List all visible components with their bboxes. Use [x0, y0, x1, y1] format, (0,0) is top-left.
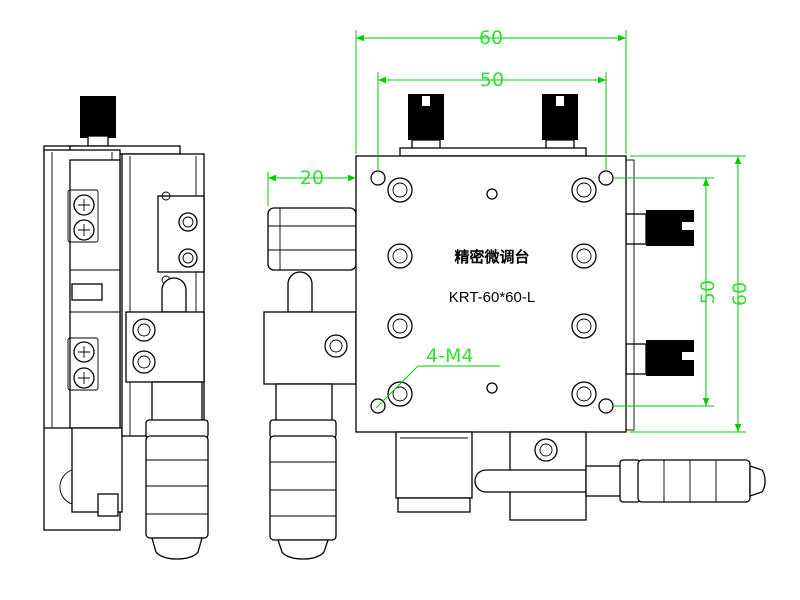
hex-screw-icon — [178, 212, 198, 268]
knob-shaft-top-side — [87, 135, 109, 147]
hex-screw-icon — [324, 334, 348, 358]
side-slot — [71, 283, 103, 301]
hex-screw-icon — [534, 438, 558, 462]
plan-view-right: 精密微调台 KRT-60*60-L — [263, 94, 766, 560]
dim-overall-width: 60 — [479, 27, 503, 49]
product-model-label: KRT-60*60-L — [449, 289, 535, 306]
micrometer-tip-bottom — [474, 469, 587, 493]
dimension-lines: 60 50 20 50 60 4-M4 — [267, 27, 751, 433]
product-name-label: 精密微调台 — [454, 248, 529, 266]
cross-screw-icon — [73, 194, 95, 389]
dim-mount-holes: 4-M4 — [426, 345, 473, 367]
micrometer-tip-left — [287, 271, 313, 313]
adjust-knob-top-side — [80, 96, 116, 138]
dim-offset-left: 20 — [300, 167, 324, 189]
hex-socket-screw-icon — [387, 177, 597, 407]
micrometer-clamp-left — [263, 311, 357, 385]
micrometer-barrel-side — [145, 435, 209, 539]
micrometer-barrel-left — [269, 435, 337, 541]
micrometer-tip-side — [161, 277, 187, 313]
hex-screw-icon — [132, 318, 156, 374]
left-bracket — [267, 207, 357, 271]
micrometer-barrel-bottom — [637, 459, 751, 503]
dim-hole-spacing-x: 50 — [480, 69, 504, 91]
dim-overall-height: 60 — [729, 282, 751, 306]
dim-hole-spacing-y: 50 — [697, 280, 719, 304]
side-view-left — [43, 96, 209, 560]
